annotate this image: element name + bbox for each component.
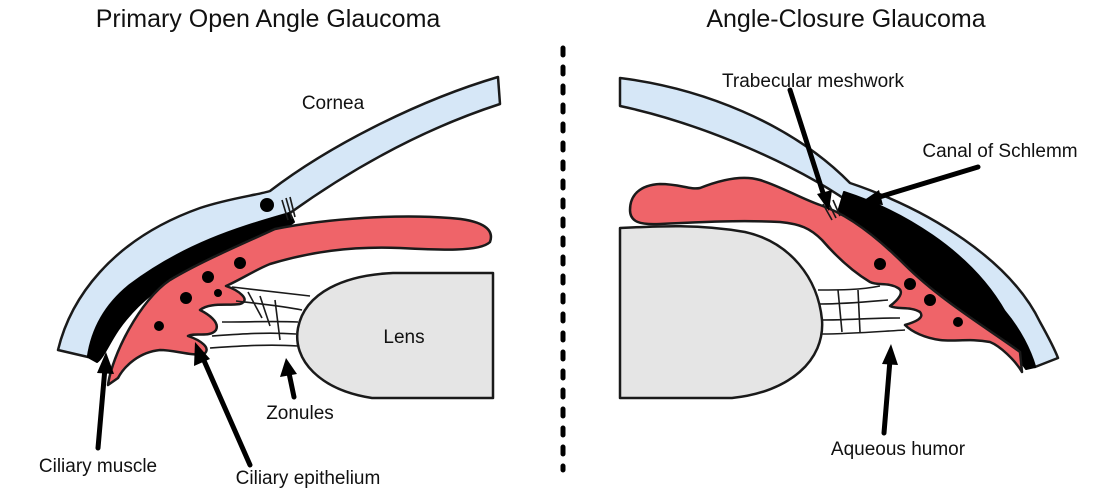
zonules-arrow (280, 358, 297, 400)
canal-of-schlemm-arrow (860, 164, 981, 205)
left-title: Primary Open Angle Glaucoma (96, 5, 441, 33)
left-lens (295, 271, 495, 400)
ciliary-muscle-label: Ciliary muscle (39, 456, 157, 477)
trabecular-meshwork-label: Trabecular meshwork (722, 71, 904, 92)
right-zonules (817, 285, 906, 335)
left-trabecular-meshwork (281, 196, 296, 221)
right-eye-anatomy (618, 76, 1060, 400)
lens-label: Lens (383, 327, 424, 348)
left-zonules (209, 286, 311, 349)
canal-of-schlemm-label: Canal of Schlemm (922, 141, 1077, 162)
right-pigment-dots (843, 197, 963, 327)
aqueous-humor-arrow (881, 344, 898, 436)
ciliary-muscle-arrow (95, 352, 114, 451)
left-pigment-dots (154, 198, 274, 331)
zonules-label: Zonules (266, 403, 334, 424)
ciliary-epithelium-arrow (194, 342, 253, 468)
left-eye-anatomy (56, 75, 502, 400)
cornea-label: Cornea (302, 93, 365, 114)
trabecular-meshwork-arrow (787, 87, 832, 211)
right-title: Angle-Closure Glaucoma (706, 5, 985, 33)
aqueous-humor-label: Aqueous humor (831, 439, 966, 460)
right-lens (618, 224, 824, 400)
ciliary-epithelium-label: Ciliary epithelium (236, 468, 381, 489)
right-iris (628, 176, 1024, 374)
